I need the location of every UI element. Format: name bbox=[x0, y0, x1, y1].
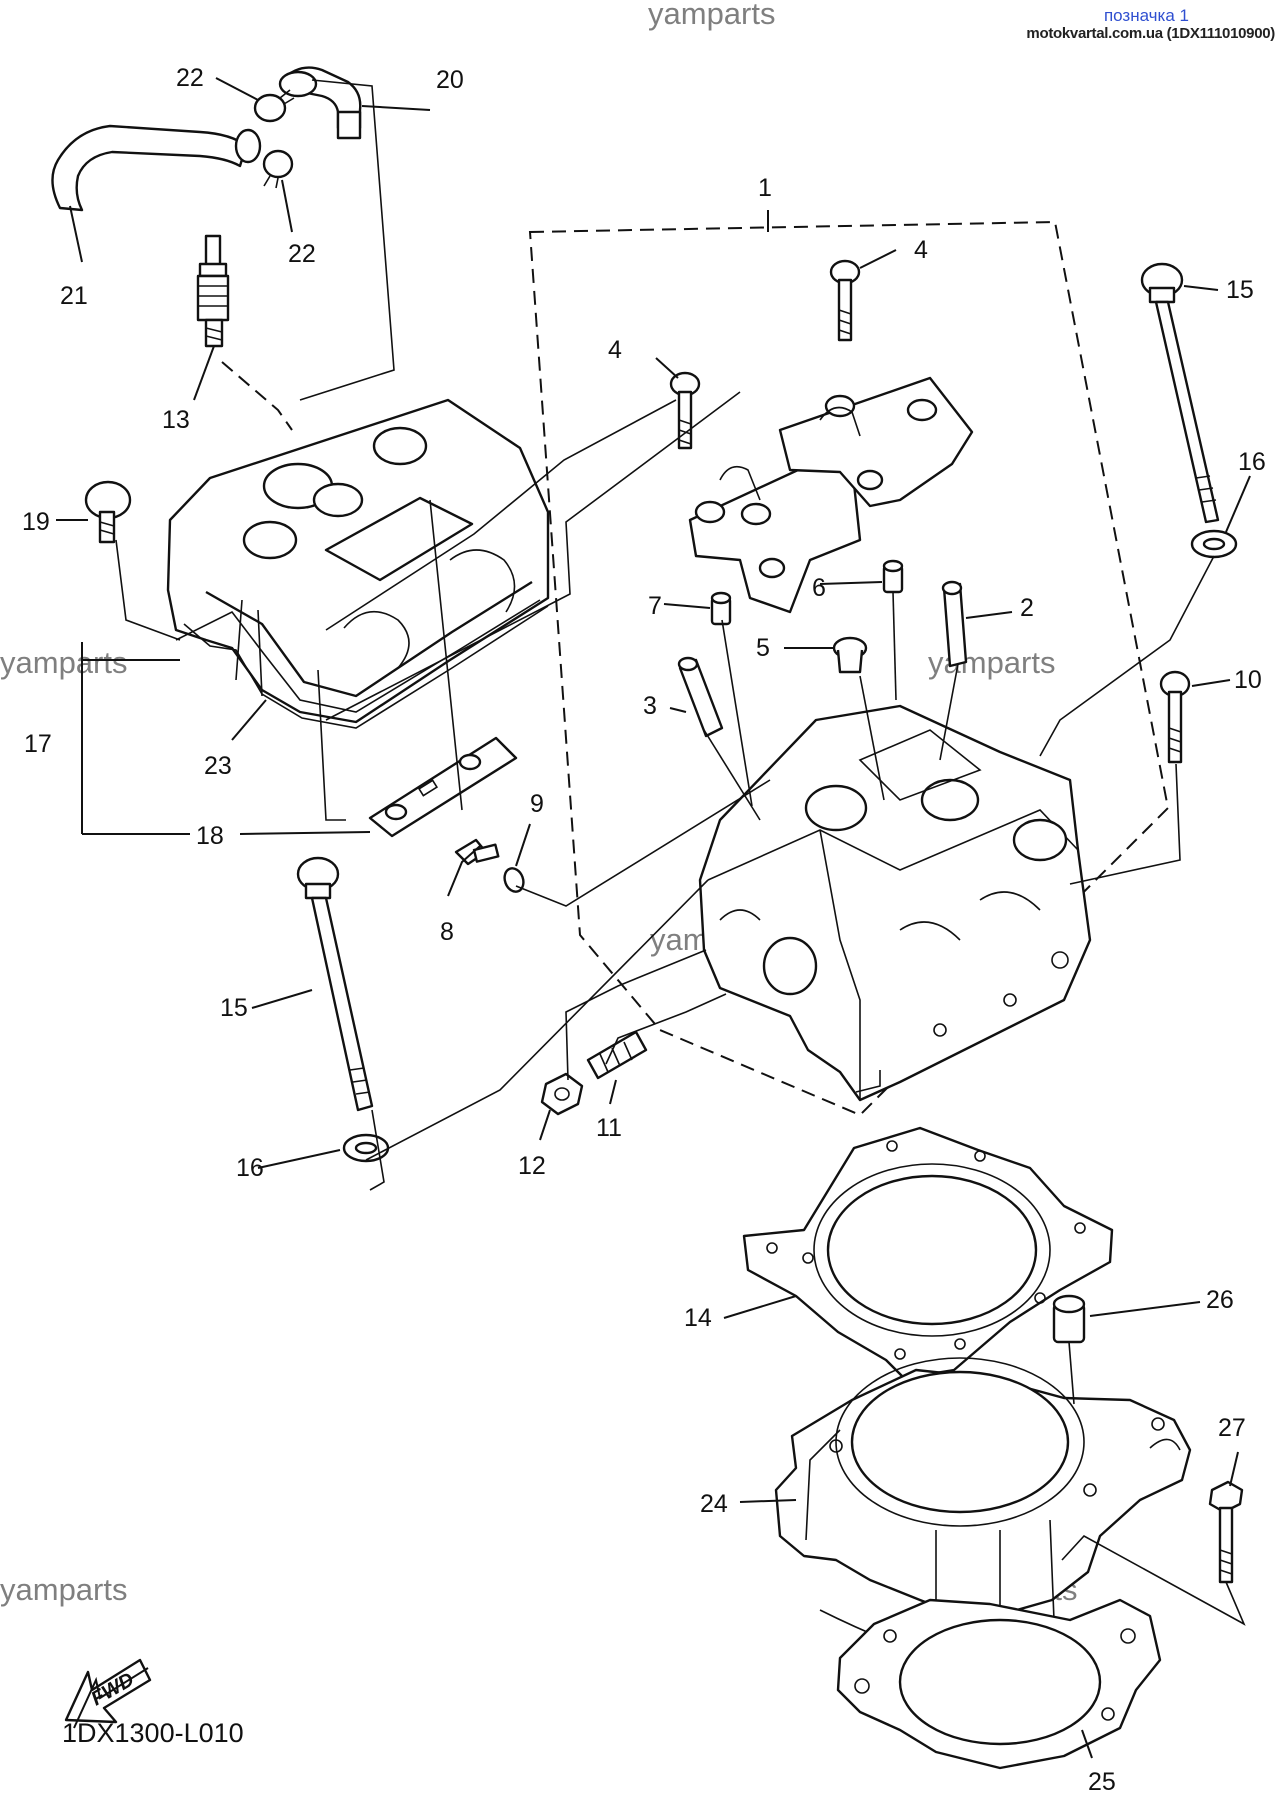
cam-cap-bolt bbox=[669, 371, 701, 450]
hose-clamp-upper bbox=[253, 89, 295, 123]
cover-gasket bbox=[175, 599, 541, 713]
callout-27: 27 bbox=[1218, 1414, 1246, 1442]
header-label: позначка 1 bbox=[1103, 6, 1189, 25]
cylinder-base-gasket bbox=[836, 1598, 1162, 1770]
stud-bolt-15-right bbox=[1140, 262, 1220, 524]
cover-plate bbox=[368, 736, 518, 838]
watermark: yamparts bbox=[0, 645, 128, 680]
assembly-boundary bbox=[528, 220, 1170, 1117]
assembly-lines bbox=[115, 79, 1246, 1626]
callout-16: 16 bbox=[1238, 448, 1266, 476]
callout-9: 9 bbox=[530, 790, 544, 818]
stud-bolt-15-left bbox=[296, 856, 374, 1112]
dowel-pin-6 bbox=[882, 559, 904, 594]
washer-16-left bbox=[342, 1133, 390, 1163]
callout-12: 12 bbox=[518, 1152, 546, 1180]
callout-4: 4 bbox=[608, 336, 622, 364]
valve-guide-3 bbox=[677, 656, 724, 738]
cylinder-head bbox=[698, 704, 1092, 1102]
callout-20: 20 bbox=[436, 66, 464, 94]
cylinder-head-cover bbox=[166, 398, 550, 729]
bolt-19 bbox=[84, 480, 132, 544]
washer-16-right bbox=[1190, 529, 1238, 559]
callout-26: 26 bbox=[1206, 1286, 1234, 1314]
hose-clamp-lower bbox=[262, 149, 294, 189]
callout-6: 6 bbox=[812, 574, 826, 602]
callout-1: 1 bbox=[758, 174, 772, 202]
callout-10: 10 bbox=[1234, 666, 1262, 694]
callout-21: 21 bbox=[60, 282, 88, 310]
cam-cap-bolt bbox=[829, 259, 861, 342]
cylinder bbox=[774, 1357, 1192, 1661]
callout-24: 24 bbox=[700, 1490, 728, 1518]
callouts: 1 2 3 4 4 5 6 7 8 9 10 11 12 13 14 15 15… bbox=[22, 64, 1266, 1796]
camshaft-cap-front bbox=[688, 444, 862, 614]
gasket-9 bbox=[503, 867, 525, 893]
callout-22: 22 bbox=[176, 64, 204, 92]
leader-lines bbox=[56, 77, 1251, 1759]
callout-11: 11 bbox=[596, 1114, 622, 1142]
callout-16: 16 bbox=[236, 1154, 264, 1182]
cylinder-head-gasket bbox=[742, 1126, 1114, 1380]
plug-5 bbox=[832, 636, 868, 674]
callout-5: 5 bbox=[756, 634, 770, 662]
callout-19: 19 bbox=[22, 508, 50, 536]
watermark: yamparts bbox=[648, 0, 776, 31]
camshaft-cap-rear bbox=[778, 376, 974, 508]
breather-hose-lower bbox=[51, 124, 262, 212]
dowel-pin-7 bbox=[710, 591, 732, 626]
callout-3: 3 bbox=[643, 692, 657, 720]
breather-hose-upper bbox=[278, 66, 362, 140]
callout-15: 15 bbox=[220, 994, 248, 1022]
callout-4: 4 bbox=[914, 236, 928, 264]
callout-23: 23 bbox=[204, 752, 232, 780]
callout-14: 14 bbox=[684, 1304, 712, 1332]
bolt-27 bbox=[1208, 1480, 1244, 1584]
dowel-pin-26 bbox=[1052, 1294, 1086, 1344]
nut-12 bbox=[540, 1072, 584, 1116]
callout-13: 13 bbox=[162, 406, 190, 434]
callout-2: 2 bbox=[1020, 594, 1034, 622]
stud-11 bbox=[586, 1030, 648, 1080]
callout-15: 15 bbox=[1226, 276, 1254, 304]
header-site: motokvartal.com.ua (1DX111010900) bbox=[1026, 25, 1275, 42]
watermark: yamparts bbox=[0, 1572, 128, 1607]
callout-17: 17 bbox=[24, 730, 52, 758]
spark-plug bbox=[196, 234, 230, 348]
callout-22: 22 bbox=[288, 240, 316, 268]
bolt-10 bbox=[1159, 670, 1191, 764]
valve-guide-2 bbox=[941, 580, 968, 668]
callout-18: 18 bbox=[196, 822, 224, 850]
diagram-code: 1DX1300-L010 bbox=[62, 1718, 244, 1748]
callout-7: 7 bbox=[648, 592, 662, 620]
callout-25: 25 bbox=[1088, 1768, 1116, 1796]
callout-8: 8 bbox=[440, 918, 454, 946]
